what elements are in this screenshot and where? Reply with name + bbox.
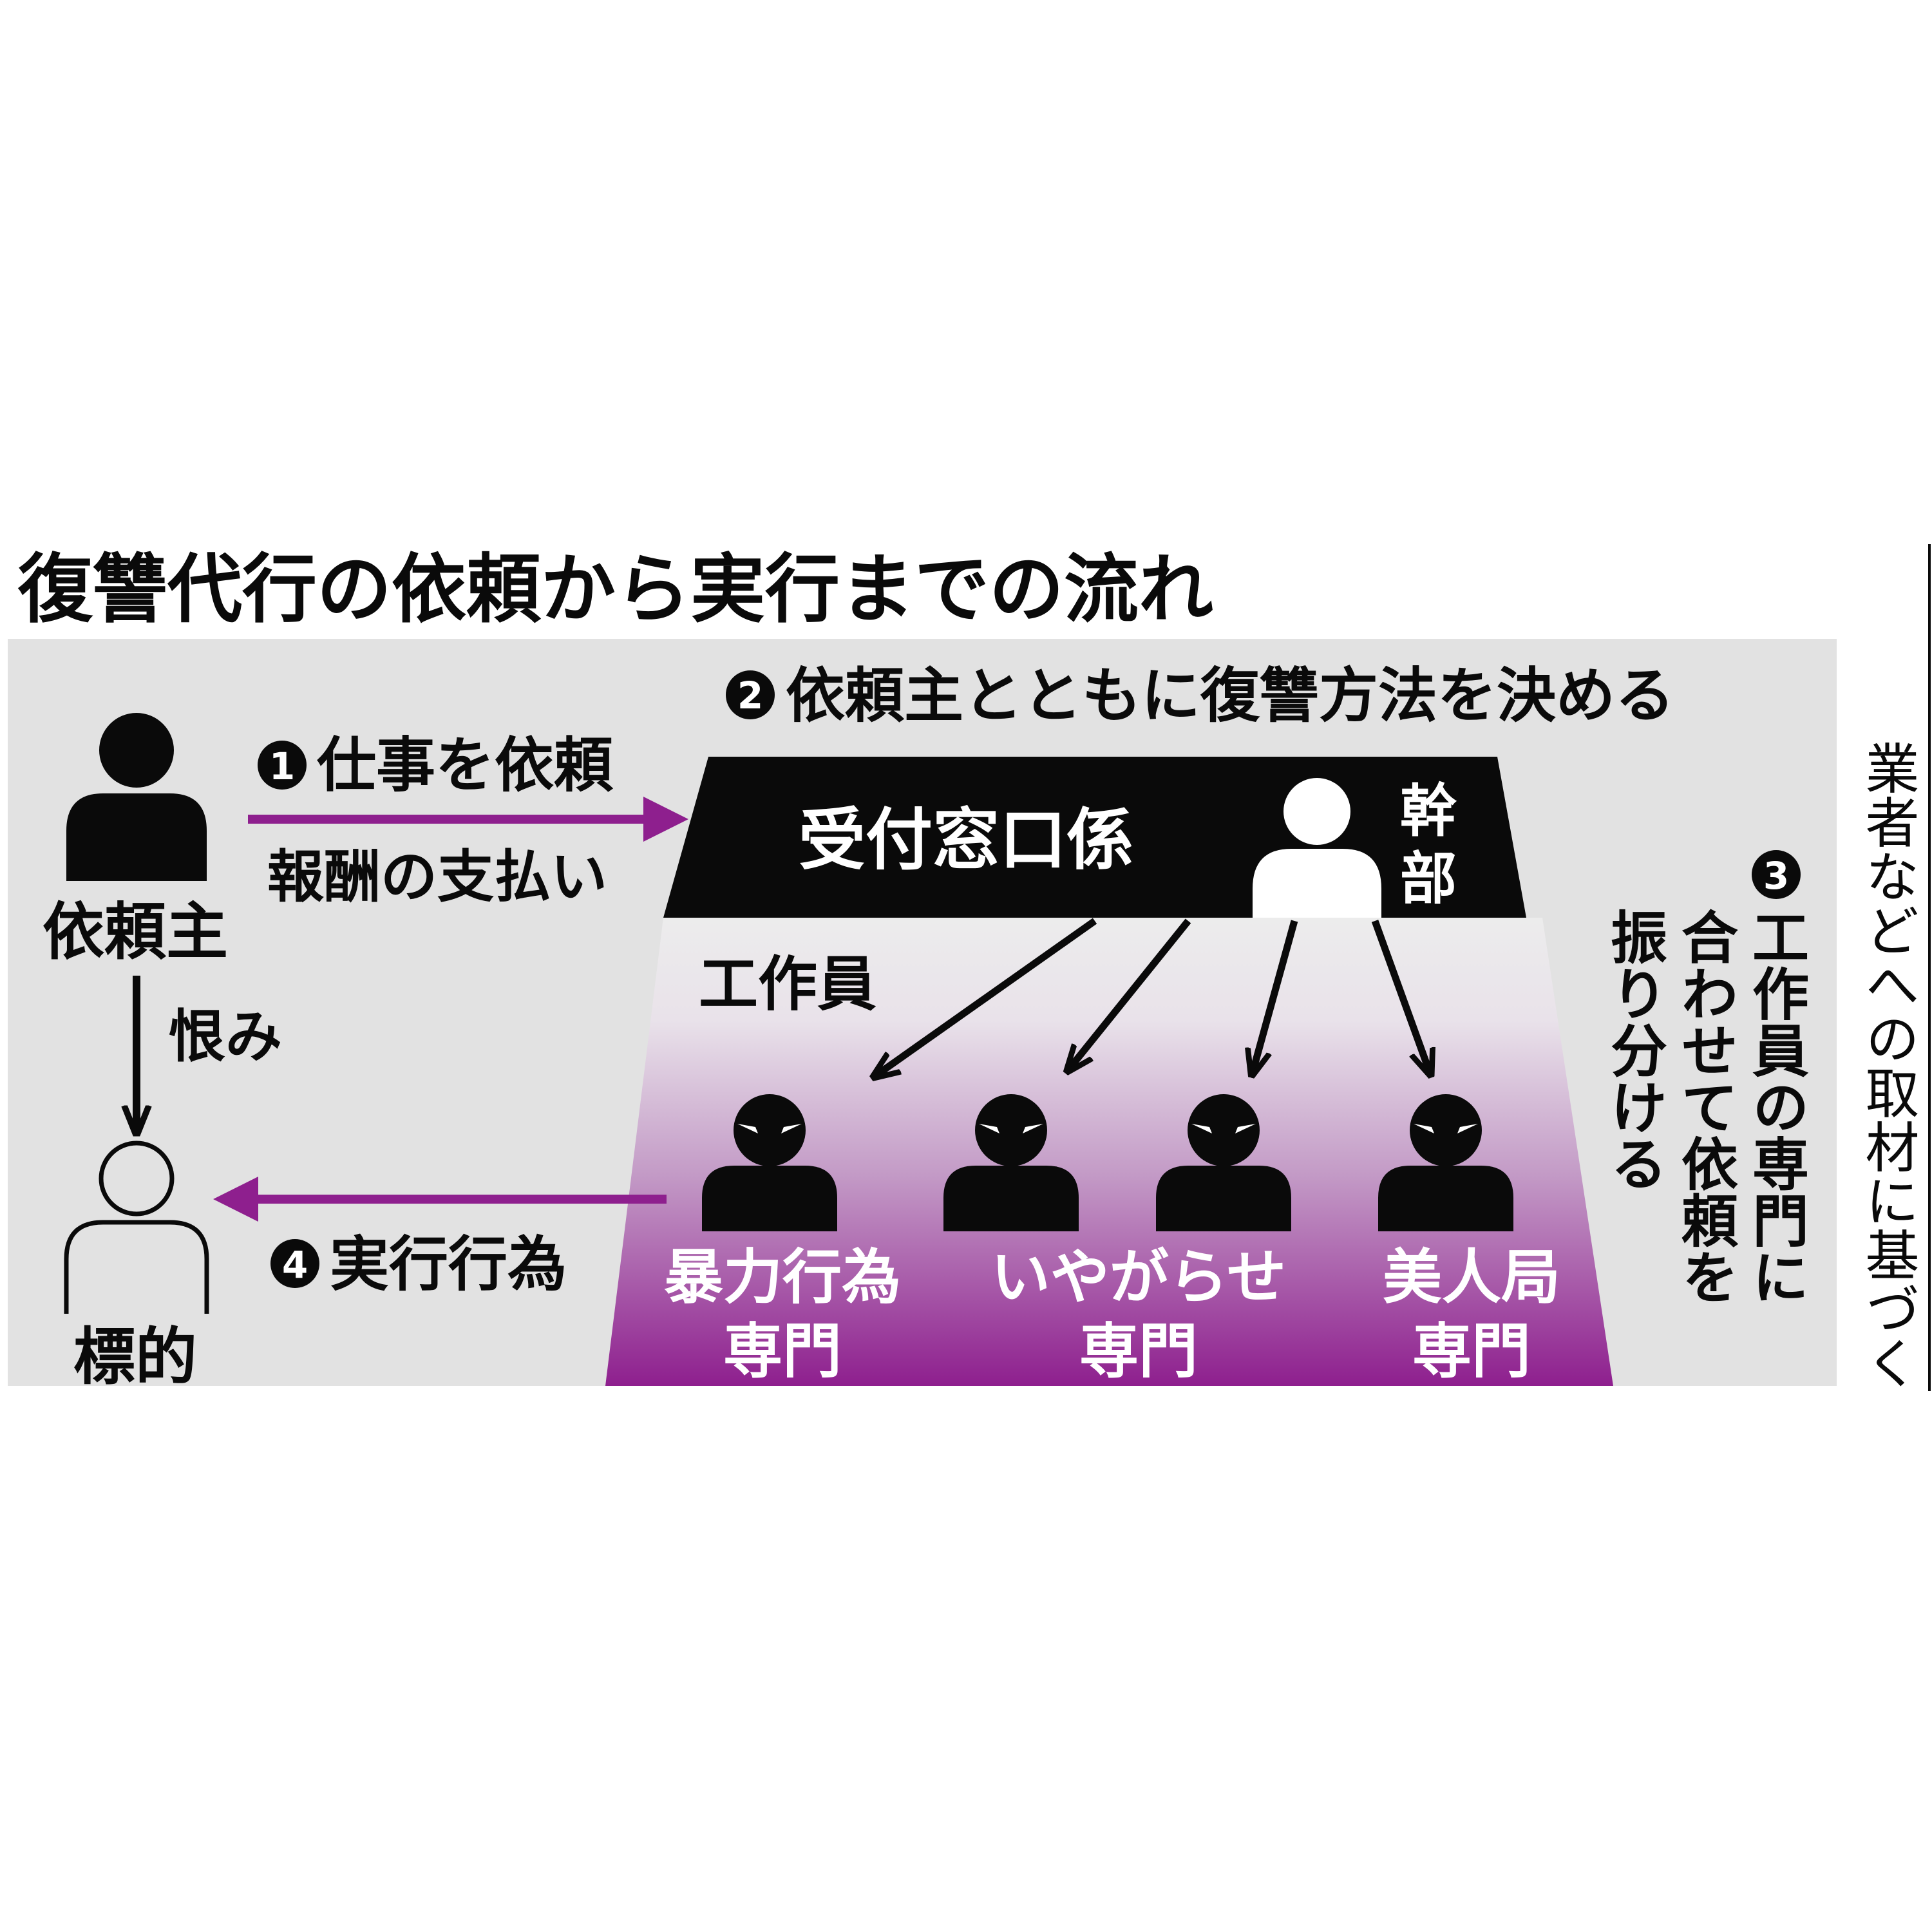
reception-label: 受付窓口係 bbox=[799, 800, 1133, 879]
step2-number: 2 bbox=[737, 674, 763, 717]
operative-icon-3 bbox=[1156, 1094, 1291, 1231]
distribution-arrows bbox=[876, 918, 1430, 1075]
executive-figure bbox=[1253, 778, 1381, 918]
operative-icon-2 bbox=[943, 1094, 1079, 1231]
dist-arrow-1 bbox=[876, 918, 1097, 1075]
target-body-icon bbox=[64, 1220, 209, 1314]
step3-col2: 合わせて依頼を bbox=[1672, 908, 1739, 1305]
executive-body-icon bbox=[1253, 849, 1381, 918]
step4-badge bbox=[270, 1239, 319, 1288]
step4-label: 4 実行行為 bbox=[270, 1230, 567, 1299]
specialty-2-line2: 専門 bbox=[1079, 1317, 1198, 1386]
source-note: 業者などへの取材に基づく bbox=[1857, 741, 1920, 1390]
grudge-label: 恨み bbox=[169, 1003, 282, 1070]
specialty-2-line1: いやがらせ bbox=[991, 1243, 1286, 1312]
specialty-labels: 暴力行為 専門 いやがらせ 専門 美人局 専門 bbox=[664, 1243, 1560, 1386]
specialty-3-line2: 専門 bbox=[1412, 1317, 1531, 1386]
executive-label-1: 幹 bbox=[1400, 778, 1457, 844]
client-figure bbox=[66, 713, 207, 881]
target-head-icon bbox=[99, 1141, 175, 1217]
step3-label: 3 工作員の専門に 合わせて依頼を 振り分ける bbox=[1602, 850, 1810, 1305]
target-figure bbox=[64, 1141, 209, 1314]
operatives-label: 工作員 bbox=[699, 950, 876, 1019]
step1-badge bbox=[258, 741, 307, 790]
step3-col1: 工作員の専門に bbox=[1743, 908, 1810, 1305]
step1-text: 仕事を依頼 bbox=[317, 731, 614, 800]
specialty-1-line1: 暴力行為 bbox=[664, 1243, 901, 1312]
step3-badge bbox=[1752, 850, 1801, 899]
dist-arrow-4 bbox=[1371, 920, 1430, 1072]
client-body-icon bbox=[66, 793, 207, 881]
client-label: 依頼主 bbox=[43, 896, 228, 968]
step1-label: 1 仕事を依頼 bbox=[258, 731, 614, 800]
executive-head-icon bbox=[1283, 778, 1350, 845]
step2-label: 2 依頼主とともに復讐方法を決める bbox=[726, 661, 1674, 730]
specialty-3-line1: 美人局 bbox=[1383, 1243, 1560, 1312]
operative-icon-1 bbox=[702, 1094, 837, 1231]
step3-col3: 振り分ける bbox=[1602, 908, 1668, 1191]
operatives-area bbox=[605, 918, 1613, 1386]
step4-text: 実行行為 bbox=[330, 1230, 567, 1299]
step3-number: 3 bbox=[1763, 854, 1789, 898]
step1-sublabel: 報酬の支払い bbox=[267, 844, 607, 910]
step1-number: 1 bbox=[269, 744, 295, 788]
operative-figures bbox=[702, 1094, 1513, 1231]
step2-text: 依頼主とともに復讐方法を決める bbox=[786, 661, 1674, 730]
operative-icon-4 bbox=[1378, 1094, 1513, 1231]
page-title: 復讐代行の依頼から実行までの流れ bbox=[17, 546, 1213, 633]
step4-number: 4 bbox=[282, 1243, 308, 1287]
client-head-icon bbox=[99, 713, 174, 788]
dist-arrow-2 bbox=[1069, 918, 1191, 1069]
specialty-1-line2: 専門 bbox=[723, 1317, 842, 1386]
dist-arrow-3 bbox=[1253, 920, 1298, 1072]
target-label: 標的 bbox=[73, 1321, 197, 1393]
step2-badge bbox=[726, 670, 775, 719]
executive-label-2: 部 bbox=[1400, 846, 1457, 912]
